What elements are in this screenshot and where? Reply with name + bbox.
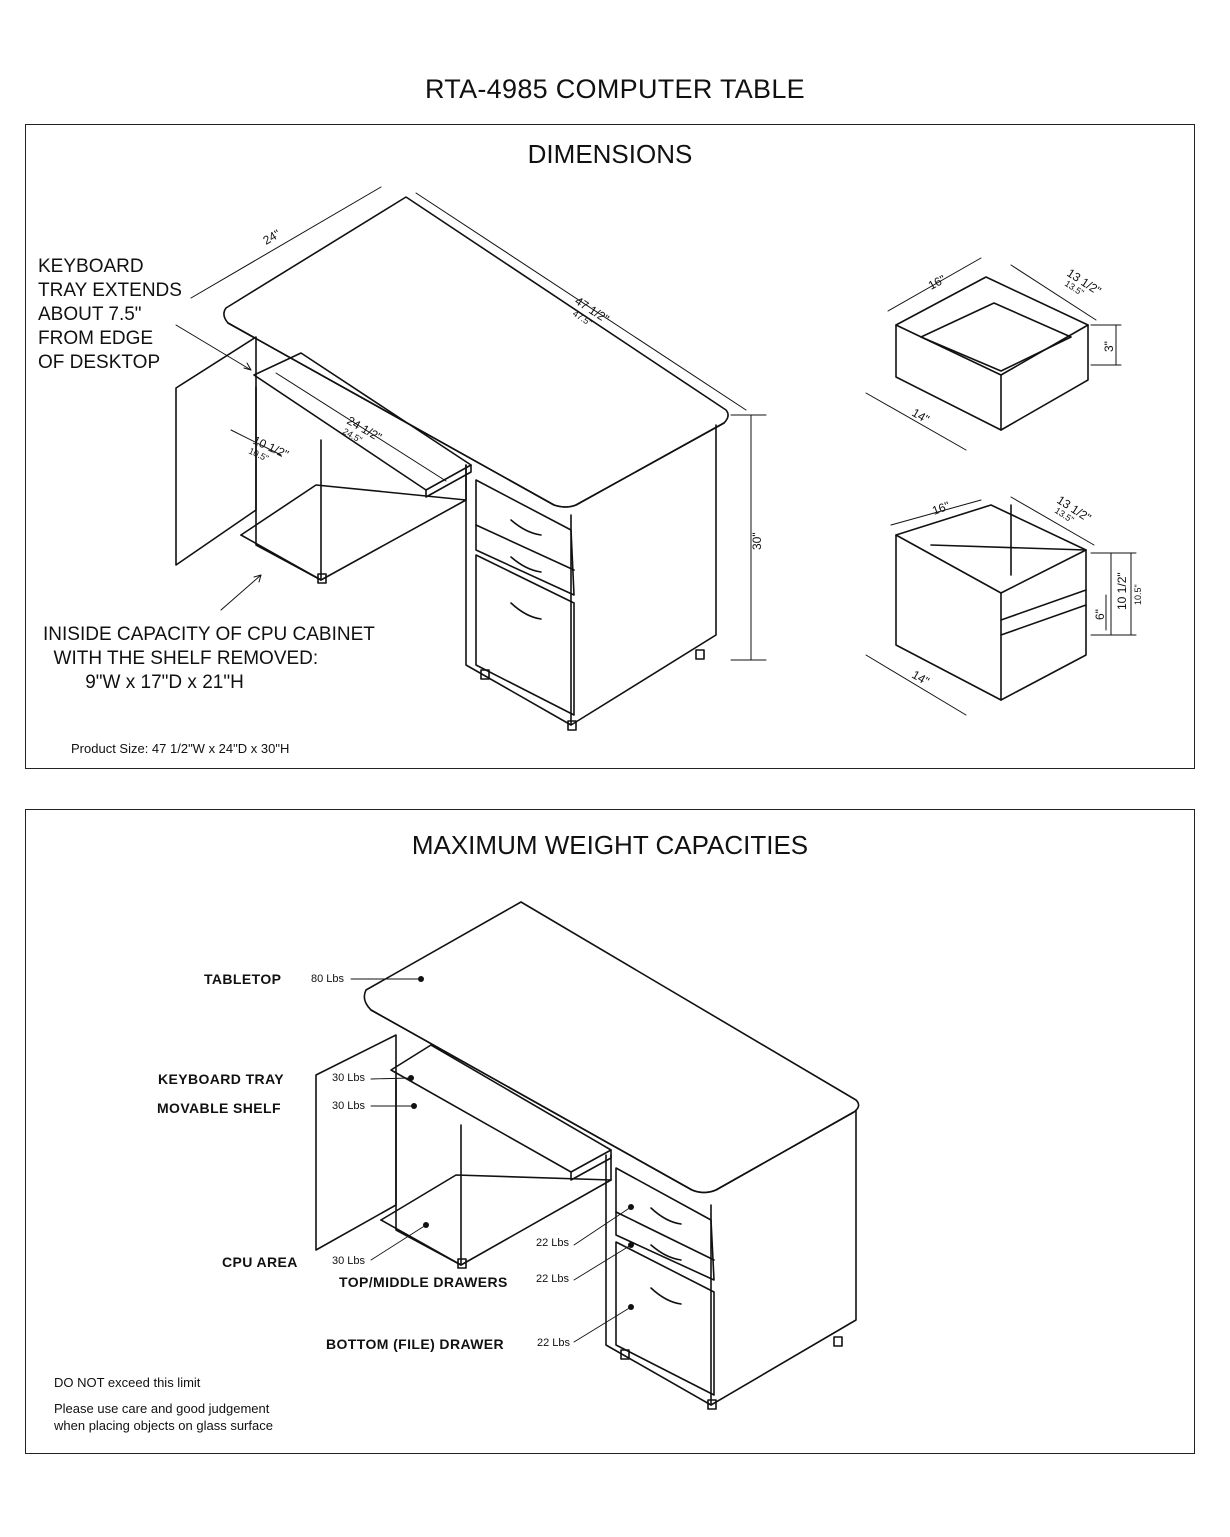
file-inner-label: 6" [1093,609,1107,620]
cpu-shelf [380,1174,612,1221]
tabletop-label: TABLETOP [204,971,282,987]
desk-foot [567,720,577,731]
drawer-front-label: 14" [910,405,932,426]
file-front-label: 14" [910,667,932,688]
keyboard-tray-label: KEYBOARD TRAY [158,1071,285,1087]
desk-weight-drawing [315,901,860,1410]
middle-drawer-weight: 22 Lbs [536,1273,570,1285]
desk-dimensions-drawing: 24" 47 1/2" 47.5" 30" 24 1/2" 24.5" 10 1… [175,186,1143,731]
cpu-area-weight: 30 Lbs [332,1255,366,1267]
care-note: Please use care and good judgement when … [54,1401,273,1433]
drawer-handle [650,1244,682,1261]
keyboard-tray-note: KEYBOARD TRAY EXTENDS ABOUT 7.5" FROM ED… [38,256,182,373]
top-middle-drawers-label: TOP/MIDDLE DRAWERS [339,1274,508,1290]
movable-shelf-weight: 30 Lbs [332,1100,366,1112]
tabletop-weight: 80 Lbs [311,973,345,985]
dim-depth-label: 24" [261,227,283,248]
tabletop-edge [227,322,725,508]
dimensions-heading: DIMENSIONS [527,139,693,169]
movable-shelf-label: MOVABLE SHELF [157,1100,281,1116]
load-points [408,976,634,1310]
desk-foot [695,649,705,660]
file-drawer-drawing [895,504,1087,701]
drawer-pedestal [465,424,717,726]
cpu-area-label: CPU AREA [222,1254,298,1270]
cpu-capacity-note: INISIDE CAPACITY OF CPU CABINET WITH THE… [43,624,375,693]
weight-panel: MAXIMUM WEIGHT CAPACITIES [25,809,1195,1454]
keyboard-tray [390,1044,612,1173]
dimension-lines [175,186,767,661]
cpu-cabinet [255,386,467,581]
cpu-cabinet [395,1079,612,1266]
dim-height-label: 30" [750,532,764,550]
small-drawer-drawing [895,276,1089,431]
desk-foot [457,1258,467,1269]
weight-heading: MAXIMUM WEIGHT CAPACITIES [411,830,809,860]
drawer-handle [510,556,542,573]
file-height-metric-label: 10.5" [1133,584,1143,605]
desk-foot [480,669,490,680]
drawer-handle [510,602,542,620]
file-drawer-label: BOTTOM (FILE) DRAWER [326,1336,505,1352]
product-size-note: Product Size: 47 1/2"W x 24"D x 30"H [71,741,290,756]
file-width-label: 16" [930,499,951,518]
drawer-handle [510,519,542,536]
drawer-width-label: 16" [926,272,948,293]
door-panel [175,336,257,566]
top-drawer-weight: 22 Lbs [536,1237,570,1249]
drawer-handle [650,1207,682,1225]
desk-foot [707,1399,717,1410]
leader-lines [350,978,632,1343]
page-title: RTA-4985 COMPUTER TABLE [424,74,805,104]
file-height-label: 10 1/2" [1115,572,1129,610]
drawer-pedestal [605,1109,857,1406]
small-drawer-dimension-lines [865,257,1122,451]
keyboard-tray-weight: 30 Lbs [332,1072,366,1084]
warning-note: DO NOT exceed this limit [54,1375,201,1390]
desk-foot [317,573,327,584]
file-drawer-dimension-lines [865,496,1137,716]
dimensions-panel: DIMENSIONS [25,124,1195,769]
drawer-height-label: 3" [1102,341,1116,352]
desk-foot [620,1349,630,1360]
cpu-shelf [240,484,467,536]
drawer-handle [650,1287,682,1305]
tabletop-outline [223,196,729,508]
desk-foot [833,1336,843,1347]
file-drawer-weight: 22 Lbs [537,1337,571,1349]
